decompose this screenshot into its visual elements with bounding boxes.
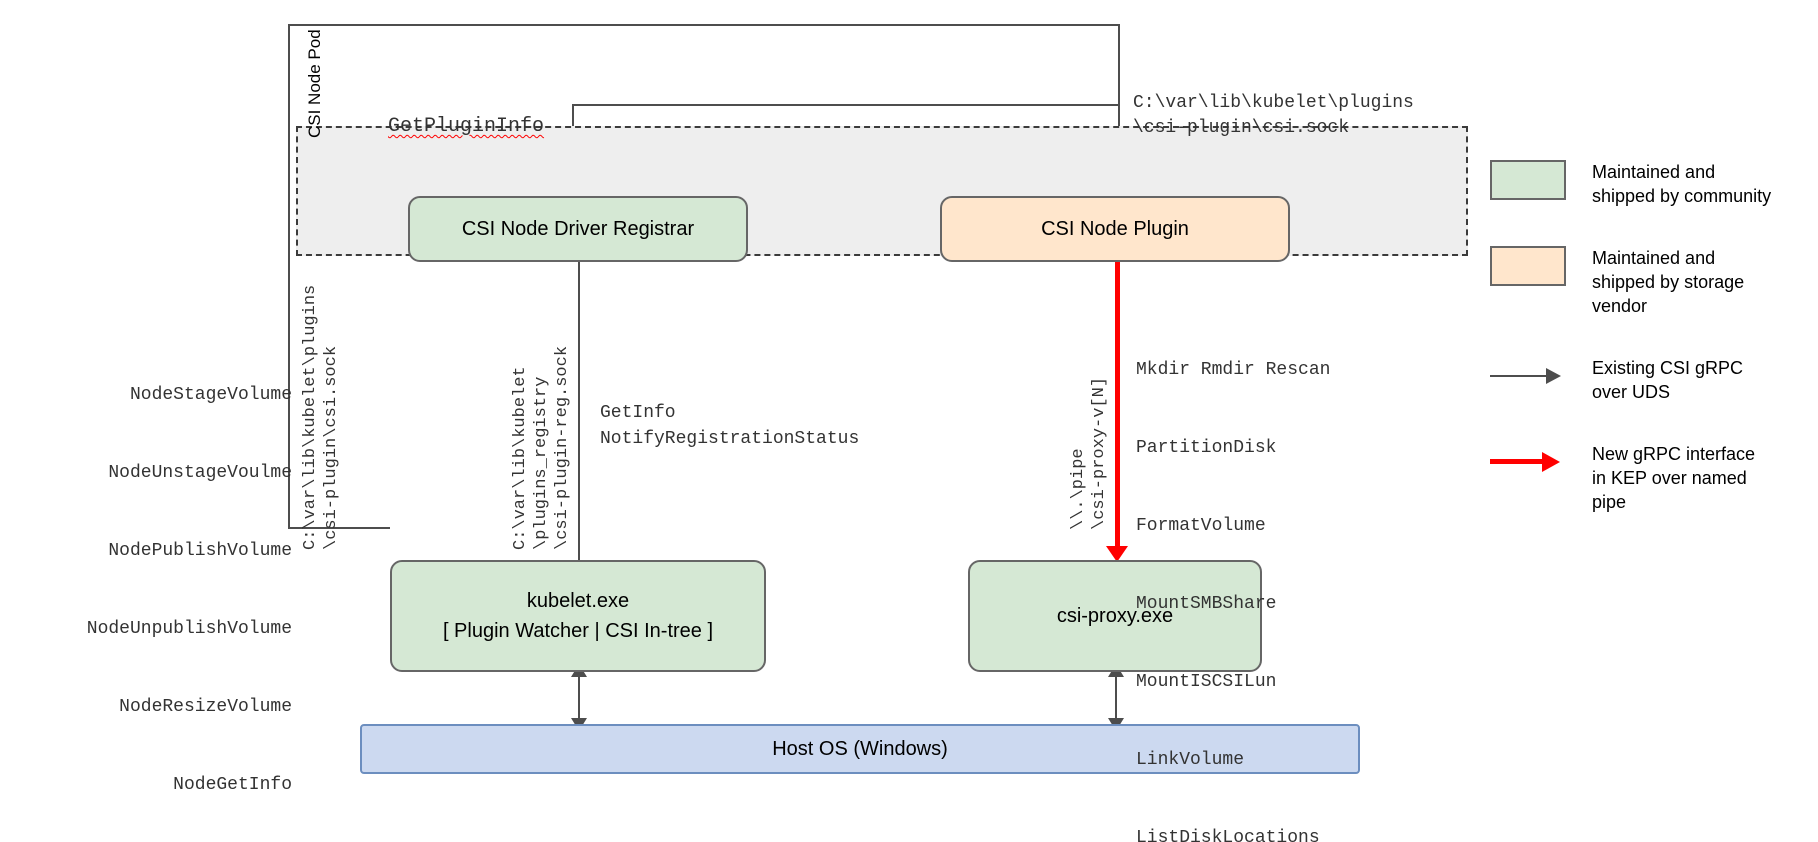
node-host-os[interactable]: Host OS (Windows) [360, 724, 1360, 774]
csi-proxy-api-4: MountISCSILun [1136, 672, 1277, 692]
csi-proxy-api-0: Mkdir Rmdir Rescan [1136, 360, 1331, 380]
list-csi-proxy-apis: Mkdir Rmdir Rescan PartitionDisk FormatV… [1136, 305, 1330, 842]
node-service-call-2: NodePublishVolume [108, 541, 292, 561]
node-service-call-3: NodeUnpublishVolume [86, 619, 292, 639]
csi-proxy-api-6: ListDiskLocations [1136, 828, 1320, 842]
csi-proxy-api-2: FormatVolume [1136, 516, 1266, 536]
legend-swatch-green-icon [1490, 160, 1566, 200]
connector-plugin-to-csiproxy-red [1115, 222, 1120, 552]
legend-item-community: Maintained and shipped by community [1490, 160, 1810, 208]
node-csi-node-driver-registrar[interactable]: CSI Node Driver Registrar [408, 196, 748, 262]
legend-arrow-red-icon [1490, 442, 1566, 482]
csi-proxy-api-1: PartitionDisk [1136, 438, 1277, 458]
node-csi-node-driver-registrar-label: CSI Node Driver Registrar [461, 218, 695, 240]
legend-text-vendor: Maintained and shipped by storage vendor [1592, 248, 1745, 316]
node-csi-proxy-exe-label: csi-proxy.exe [1056, 605, 1174, 627]
legend-text-community: Maintained and shipped by community [1592, 162, 1772, 206]
connector-kubelet-left-stub [288, 527, 390, 529]
legend: Maintained and shipped by community Main… [1490, 160, 1810, 552]
legend-text-existing-grpc: Existing CSI gRPC over UDS [1592, 358, 1744, 402]
node-csi-proxy-exe[interactable]: csi-proxy.exe [968, 560, 1262, 672]
connector-registrar-to-plugin-horizontal [572, 104, 1120, 106]
legend-item-vendor: Maintained and shipped by storage vendor [1490, 246, 1810, 318]
csi-node-pod-label: CSI Node Pod [305, 29, 324, 138]
connector-kubelet-to-plugin-vertical-left [288, 24, 290, 528]
list-node-service-calls: NodeStageVolume NodeUnstageVoulme NodePu… [22, 330, 292, 842]
connector-kubelet-hostos [578, 672, 580, 724]
label-csi-sock-path-vertical: C:\var\lib\kubelet\plugins \csi-plugin\c… [301, 284, 341, 550]
node-service-call-4: NodeResizeVolume [119, 697, 292, 717]
connector-kubelet-to-plugin-top [288, 24, 1120, 26]
label-plugin-socket-path: C:\var\lib\kubelet\plugins \csi-plugin\c… [1133, 93, 1414, 138]
arrowhead-into-csiproxy-red [1106, 546, 1128, 562]
node-csi-node-plugin-label: CSI Node Plugin [1041, 218, 1189, 240]
node-csi-node-plugin[interactable]: CSI Node Plugin [940, 196, 1290, 262]
label-registry-sock-path-vertical: C:\var\lib\kubelet \plugins_registry \cs… [511, 345, 572, 550]
node-host-os-label: Host OS (Windows) [772, 738, 948, 760]
connector-csiproxy-hostos [1115, 672, 1117, 724]
connector-kubelet-to-registrar [578, 236, 580, 560]
csi-proxy-api-3: MountSMBShare [1136, 594, 1277, 614]
csi-proxy-api-5: LinkVolume [1136, 750, 1245, 770]
node-service-call-5: NodeGetInfo [173, 775, 292, 795]
legend-item-existing-grpc: Existing CSI gRPC over UDS [1490, 356, 1810, 404]
label-registrar-calls: GetInfo NotifyRegistrationStatus [600, 403, 860, 449]
node-kubelet-exe[interactable]: kubelet.exe [ Plugin Watcher | CSI In-tr… [390, 560, 766, 672]
node-service-call-1: NodeUnstageVoulme [108, 463, 292, 483]
label-get-plugin-info: GetPluginInfo [388, 115, 545, 138]
legend-swatch-yellow-icon [1490, 246, 1566, 286]
legend-arrow-gray-icon [1490, 356, 1566, 396]
node-kubelet-exe-label-line2: [ Plugin Watcher | CSI In-tree ] [442, 620, 714, 642]
node-service-call-0: NodeStageVolume [129, 385, 292, 405]
node-kubelet-exe-label-line1: kubelet.exe [526, 590, 630, 612]
legend-item-new-grpc: New gRPC interface in KEP over named pip… [1490, 442, 1810, 514]
legend-text-new-grpc: New gRPC interface in KEP over named pip… [1592, 444, 1756, 512]
label-named-pipe-vertical: \\.\pipe \csi-proxy-v[N] [1069, 376, 1109, 530]
connector-plugin-drop-outer [1118, 24, 1120, 166]
